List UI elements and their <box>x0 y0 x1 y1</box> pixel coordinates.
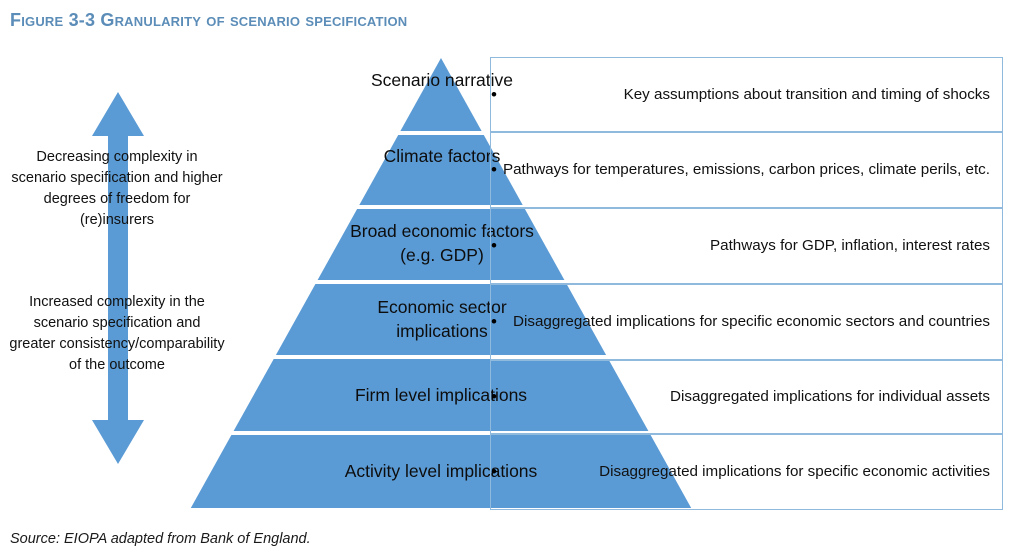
figure-title-prefix: Figure 3-3 <box>10 10 101 30</box>
pyramid-tier-label-5: Firm level implications <box>354 385 528 405</box>
bullet-box-4: • Disaggregated implications for specifi… <box>490 284 1003 360</box>
bullet-text-1: Key assumptions about transition and tim… <box>623 85 990 103</box>
bullet-text-6: Disaggregated implications for specific … <box>599 463 990 480</box>
source-note: Source: EIOPA adapted from Bank of Engla… <box>10 531 311 547</box>
pyramid-tier-label-6: Activity level implications <box>344 461 538 481</box>
pyramid-tier-label-1: Scenario narrative <box>370 70 514 90</box>
bullet-text-4: Disaggregated implications for specific … <box>513 313 990 330</box>
bullet-text-2: Pathways for temperatures, emissions, ca… <box>502 161 990 178</box>
figure-title-main: Granularity of scenario specification <box>100 10 408 30</box>
double-headed-arrow-icon <box>86 88 150 468</box>
pyramid-tier-label-3: Broad economic factors (e.g. GDP) <box>350 221 534 265</box>
bullet-text-5: Disaggregated implications for individua… <box>670 388 990 405</box>
bullet-box-3: • Pathways for GDP, inflation, interest … <box>490 208 1003 284</box>
bullet-box-5: • Disaggregated implications for individ… <box>490 360 1003 434</box>
bullet-marker-icon: • <box>491 84 497 104</box>
bullet-box-stack: • Key assumptions about transition and t… <box>490 57 1003 510</box>
bullet-marker-icon: • <box>491 462 497 481</box>
page-title: Figure 3-3 Granularity of scenario speci… <box>10 10 710 31</box>
bullet-marker-icon: • <box>491 387 497 406</box>
pyramid-tier-label-4: Economic sector implications <box>377 297 507 341</box>
bullet-marker-icon: • <box>491 312 497 331</box>
caption-decreasing-complexity: Decreasing complexity in scenario specif… <box>11 149 223 228</box>
bullet-box-1: • Key assumptions about transition and t… <box>490 57 1003 132</box>
caption-increased-complexity: Increased complexity in the scenario spe… <box>9 294 225 373</box>
pyramid-tier-label-2: Climate factors <box>383 146 501 166</box>
bullet-box-2: • Pathways for temperatures, emissions, … <box>490 132 1003 208</box>
bullet-marker-icon: • <box>491 160 497 179</box>
bullet-text-3: Pathways for GDP, inflation, interest ra… <box>710 237 990 254</box>
bullet-box-6: • Disaggregated implications for specifi… <box>490 434 1003 510</box>
bullet-marker-icon: • <box>491 236 497 255</box>
